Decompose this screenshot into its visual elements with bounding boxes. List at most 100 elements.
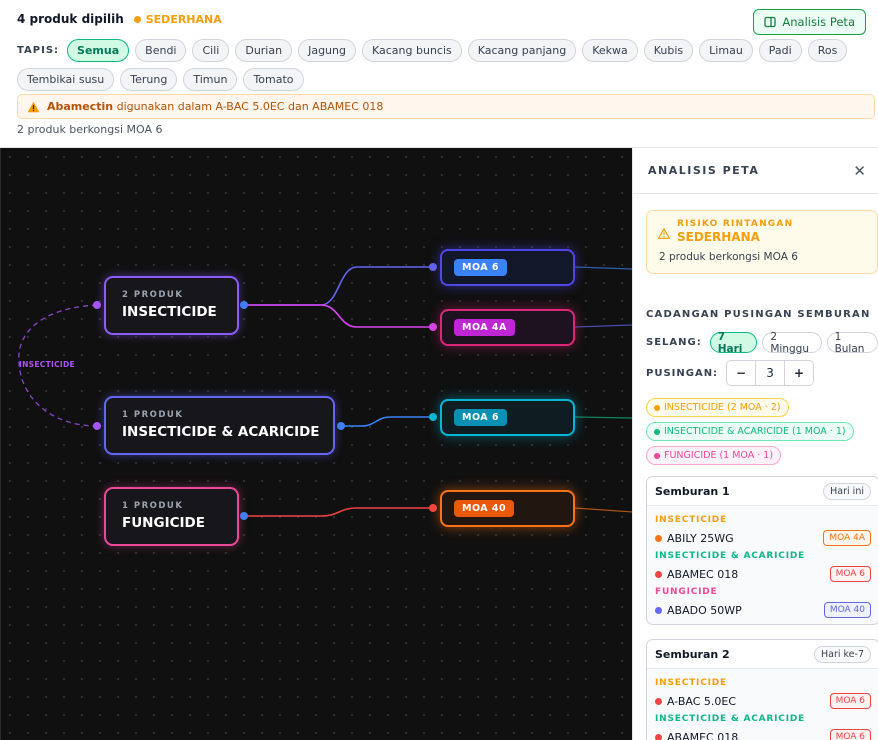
interval-option[interactable]: 2 Minggu — [762, 331, 822, 355]
tag-text: INSECTICIDE (2 MOA · 2) — [664, 402, 781, 413]
category-tag[interactable]: FUNGICIDE (1 MOA · 1) — [646, 446, 782, 465]
filter-chip[interactable]: Padi — [758, 39, 802, 62]
filter-chip[interactable]: Bendi — [135, 39, 187, 62]
interval-option[interactable]: 1 Bulan — [826, 331, 878, 355]
filter-chip[interactable]: Durian — [235, 39, 293, 62]
category-title: FUNGICIDE — [122, 515, 205, 531]
filter-chip[interactable]: Timun — [183, 68, 238, 91]
spray-category: INSECTICIDE — [655, 515, 727, 525]
filter-chip[interactable]: Kacang panjang — [467, 39, 577, 62]
group-label: INSECTICIDE — [19, 360, 75, 369]
category-node-fungicide[interactable]: 1 PRODUK FUNGICIDE — [104, 487, 239, 546]
tag-text: INSECTICIDE & ACARICIDE (1 MOA · 1) — [664, 426, 846, 437]
map-connectors — [18, 263, 632, 520]
product-dot-icon — [655, 606, 662, 614]
ingredient-warning: Abamectin digunakan dalam A-BAC 5.0EC da… — [17, 94, 875, 119]
moa-label: MOA 40 — [454, 500, 515, 517]
selected-count: 4 produk dipilih — [17, 12, 124, 26]
panel-title: ANALISIS PETA — [648, 164, 760, 177]
warning-icon — [27, 101, 40, 112]
spray-day-badge: Hari ini — [823, 482, 871, 500]
spray-category: INSECTICIDE & ACARICIDE — [655, 551, 806, 561]
spray-category: INSECTICIDE — [655, 678, 727, 688]
spray-card-header: Semburan 1 Hari ini — [647, 477, 878, 506]
moa-label: MOA 4A — [454, 319, 515, 336]
moa-node[interactable]: MOA 40 — [440, 490, 575, 527]
risk-label: RISIKO RINTANGAN — [677, 219, 794, 229]
spray-name: Semburan 2 — [655, 647, 730, 661]
interval-label: SELANG: — [646, 337, 702, 348]
category-count: 1 PRODUK — [122, 410, 184, 420]
tag-dot-icon — [654, 428, 660, 435]
analysis-panel: ANALISIS PETA ✕ RISIKO RINTANGAN SEDERHA… — [632, 148, 878, 740]
close-icon[interactable]: ✕ — [853, 161, 866, 180]
category-count: 2 PRODUK — [122, 290, 184, 300]
filter-chip[interactable]: Kacang buncis — [361, 39, 462, 62]
filter-chip[interactable]: Semua — [67, 39, 130, 62]
filter-chip[interactable]: Jagung — [298, 39, 356, 62]
rotation-title: CADANGAN PUSINGAN SEMBURAN — [646, 309, 871, 320]
risk-note: 2 produk berkongsi MOA 6 — [659, 251, 798, 263]
risk-level: SEDERHANA — [677, 230, 760, 244]
panel-icon — [764, 16, 777, 28]
interval-option[interactable]: 7 Hari — [709, 331, 758, 355]
product-name: ABADO 50WP — [667, 603, 742, 617]
moa-node[interactable]: MOA 4A — [440, 309, 575, 346]
product-name: ABILY 25WG — [667, 531, 734, 545]
spray-card-body: INSECTICIDE ABILY 25WG MOA 4A INSECTICIDE &… — [647, 506, 878, 624]
category-title: INSECTICIDE & ACARICIDE — [122, 424, 320, 440]
filter-chip[interactable]: Limau — [699, 39, 753, 62]
filter-chip[interactable]: Terung — [120, 68, 178, 91]
rounds-control: PUSINGAN: − 3 + — [646, 360, 815, 386]
product-dot-icon — [655, 697, 662, 705]
filter-chip[interactable]: Tembikai susu — [17, 68, 115, 91]
filter-chip[interactable]: Cili — [192, 39, 230, 62]
mind-map-canvas[interactable]: INSECTICIDE 2 PRODUK INSECTICIDE 1 PRODU… — [0, 148, 632, 740]
moa-label: MOA 6 — [454, 259, 508, 276]
rounds-stepper[interactable]: − 3 + — [726, 360, 815, 386]
analysis-button[interactable]: Analisis Peta — [753, 9, 866, 35]
filter-chip[interactable]: Kekwa — [582, 39, 638, 62]
moa-badge: MOA 6 — [829, 566, 871, 582]
category-node-insecticide-acaricide[interactable]: 1 PRODUK INSECTICIDE & ACARICIDE — [104, 396, 335, 455]
decrement-button[interactable]: − — [736, 366, 747, 380]
rounds-label: PUSINGAN: — [646, 367, 719, 379]
risk-dot-icon — [133, 15, 141, 23]
product-name: ABAMEC 018 — [667, 567, 739, 581]
moa-node[interactable]: MOA 6 — [440, 399, 575, 436]
tag-dot-icon — [654, 452, 660, 459]
increment-button[interactable]: + — [794, 366, 805, 380]
spray-category: INSECTICIDE & ACARICIDE — [655, 714, 806, 724]
category-tag[interactable]: INSECTICIDE (2 MOA · 2) — [646, 398, 789, 417]
moa-node[interactable]: MOA 6 — [440, 249, 575, 286]
filter-chip[interactable]: Ros — [807, 39, 848, 62]
moa-badge: MOA 6 — [829, 729, 871, 740]
moa-label: MOA 6 — [454, 409, 508, 426]
rounds-value: 3 — [755, 361, 786, 385]
category-node-insecticide[interactable]: 2 PRODUK INSECTICIDE — [104, 276, 239, 335]
risk-level: SEDERHANA — [145, 12, 222, 26]
spray-product-row: ABAMEC 018 MOA 6 — [655, 566, 871, 582]
category-tag[interactable]: INSECTICIDE & ACARICIDE (1 MOA · 1) — [646, 422, 854, 441]
warning-product: Abamectin — [47, 100, 114, 113]
panel-header: ANALISIS PETA ✕ — [633, 148, 878, 194]
tag-dot-icon — [654, 404, 660, 411]
moa-badge: MOA 4A — [823, 530, 871, 546]
filter-label: TAPIS: — [17, 45, 60, 56]
product-dot-icon — [655, 534, 662, 542]
warning-text: digunakan dalam A-BAC 5.0EC dan ABAMEC 0… — [113, 100, 384, 113]
spray-category: FUNGICIDE — [655, 587, 718, 597]
filter-chip[interactable]: Kubis — [643, 39, 694, 62]
selection-summary: 4 produk dipilih SEDERHANA — [17, 12, 222, 26]
category-title: INSECTICIDE — [122, 304, 217, 320]
spray-name: Semburan 1 — [655, 484, 730, 498]
filter-chip[interactable]: Tomato — [243, 68, 304, 91]
moa-badge: MOA 40 — [823, 602, 871, 618]
category-count: 1 PRODUK — [122, 501, 184, 511]
